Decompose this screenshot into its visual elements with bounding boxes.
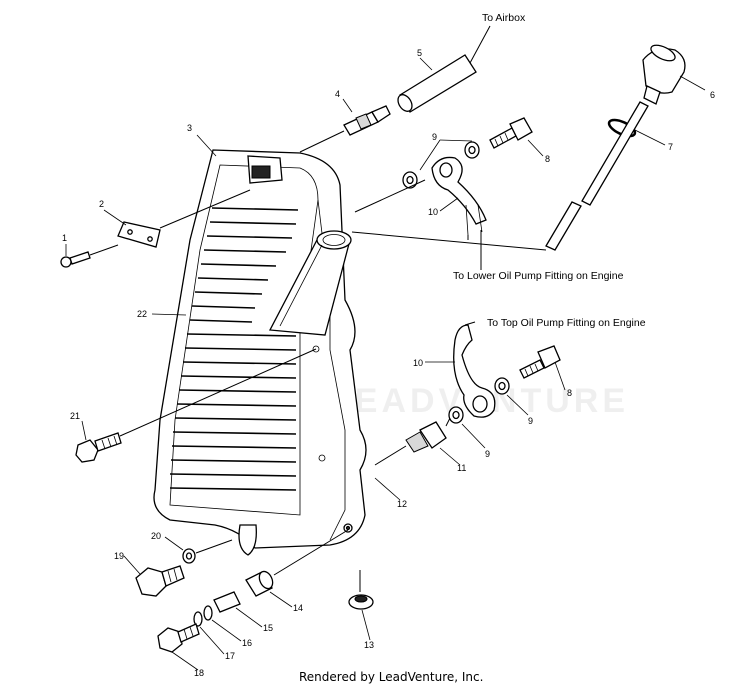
screw-1 bbox=[60, 244, 119, 268]
dipstick bbox=[545, 44, 686, 251]
banjo-line-top bbox=[354, 156, 487, 240]
callout-6: 6 bbox=[710, 90, 715, 100]
tank-ribs bbox=[169, 207, 299, 491]
callout-9-top: 9 bbox=[432, 132, 437, 142]
callout-leaders bbox=[65, 57, 706, 671]
callout-10-lower: 10 bbox=[413, 358, 423, 368]
callout-22: 22 bbox=[137, 309, 147, 319]
label-to-airbox: To Airbox bbox=[482, 12, 526, 24]
callout-16: 16 bbox=[242, 638, 252, 648]
callout-11: 11 bbox=[457, 463, 466, 473]
callout-numbers: 1 2 3 4 5 6 7 8 8 9 9 9 10 10 11 12 13 1… bbox=[62, 48, 715, 678]
drain-plug bbox=[135, 565, 185, 597]
callout-20: 20 bbox=[151, 531, 161, 541]
sleeve-15 bbox=[213, 591, 241, 613]
spacer-14 bbox=[245, 529, 349, 597]
callout-15: 15 bbox=[263, 623, 273, 633]
banjo-line-lower bbox=[453, 321, 496, 418]
callout-3: 3 bbox=[187, 123, 192, 133]
callout-13: 13 bbox=[364, 640, 374, 650]
callout-18: 18 bbox=[194, 668, 204, 678]
grommet-13 bbox=[348, 570, 374, 610]
callout-17: 17 bbox=[225, 651, 235, 661]
callout-10-top: 10 bbox=[428, 207, 438, 217]
label-to-lower-oil-pump: To Lower Oil Pump Fitting on Engine bbox=[453, 270, 624, 282]
bolt-top bbox=[489, 117, 533, 149]
footer-credit: Rendered by LeadVenture, Inc. bbox=[299, 670, 483, 684]
fitting-11 bbox=[374, 417, 451, 466]
bolt-lower bbox=[519, 345, 561, 379]
vent-fitting bbox=[299, 105, 391, 153]
callout-2: 2 bbox=[99, 199, 104, 209]
callout-8-top: 8 bbox=[545, 154, 550, 164]
callout-9-lower-right: 9 bbox=[528, 416, 533, 426]
callout-14: 14 bbox=[293, 603, 303, 613]
washer-17 bbox=[193, 611, 203, 627]
label-to-top-oil-pump: To Top Oil Pump Fitting on Engine bbox=[487, 317, 646, 329]
washer-16 bbox=[203, 605, 213, 621]
callout-21: 21 bbox=[70, 411, 80, 421]
vent-hose bbox=[397, 25, 491, 113]
callout-4: 4 bbox=[335, 89, 340, 99]
bolt-18 bbox=[157, 623, 200, 653]
callout-19: 19 bbox=[114, 551, 124, 561]
bracket bbox=[117, 189, 251, 248]
callout-5: 5 bbox=[417, 48, 422, 58]
bolt-21 bbox=[75, 348, 317, 463]
callout-8-lower: 8 bbox=[567, 388, 572, 398]
filler-neck bbox=[268, 230, 352, 336]
oil-tank bbox=[153, 149, 367, 556]
callout-9-lower-left: 9 bbox=[485, 449, 490, 459]
callout-12: 12 bbox=[397, 499, 407, 509]
callout-1: 1 bbox=[62, 233, 67, 243]
callout-7: 7 bbox=[668, 142, 673, 152]
